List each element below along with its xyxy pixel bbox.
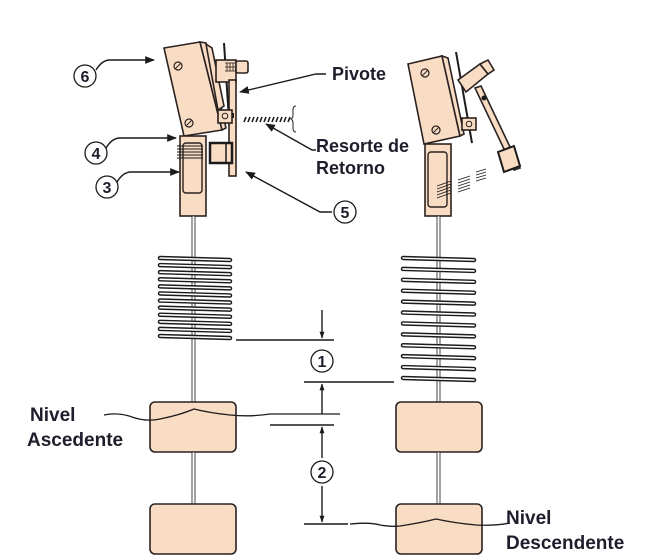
screw-icon: [184, 118, 194, 128]
spring-coil-highlight: [402, 333, 475, 338]
rising-level-line: [103, 408, 340, 421]
spring-coil-highlight: [402, 268, 475, 272]
callout-5: 5: [333, 200, 357, 224]
spring-coil-highlight: [159, 257, 231, 261]
screw-icon: [420, 68, 430, 78]
callout-6-number: 6: [81, 69, 90, 86]
callout-2: 2: [310, 460, 334, 484]
return-spring-label-line1: Resorte de: [316, 136, 409, 156]
falling-level-label-line1: Nivel: [506, 508, 551, 529]
callout-4-number: 4: [92, 146, 101, 163]
spring-coil-highlight: [159, 306, 231, 311]
screw-icon: [173, 61, 183, 71]
callout-5-number: 5: [341, 205, 350, 222]
falling-level-line: [349, 518, 511, 527]
left-pivot-lever: [208, 59, 249, 177]
spring-coil-highlight: [402, 322, 475, 327]
callout-4: 4: [84, 141, 108, 165]
spring-coil-highlight: [159, 278, 231, 283]
rising-level-label-line2: Ascedente: [27, 430, 123, 451]
spring-coil-highlight: [159, 328, 231, 332]
spring-coil-highlight: [402, 300, 475, 305]
spring-coil-highlight: [159, 335, 231, 339]
spring-coil-highlight: [159, 271, 231, 275]
left-magnet-sleeve: [177, 135, 207, 217]
right-float-lower: [395, 503, 483, 555]
callout-1: 1: [310, 349, 334, 373]
spring-coil-highlight: [402, 366, 475, 370]
left-stem-rod-lower: [191, 451, 196, 505]
right-range-spring: [400, 255, 477, 383]
spring-coil-highlight: [402, 311, 475, 316]
spring-coil-highlight: [159, 299, 231, 304]
callout-3: 3: [95, 175, 119, 199]
callout-1-number: 1: [318, 354, 327, 371]
right-assembly: [349, 51, 522, 555]
return-spring: [243, 105, 297, 133]
right-pivot-lever: [456, 58, 522, 174]
right-switch-housing: [407, 54, 465, 145]
spring-coil-highlight: [402, 289, 475, 294]
spring-coil-highlight: [402, 344, 475, 349]
left-assembly: [103, 41, 340, 555]
spring-coil-highlight: [159, 313, 231, 318]
spring-coil-highlight: [159, 321, 231, 325]
spring-coil-highlight: [402, 257, 475, 261]
right-float-upper: [395, 401, 483, 453]
right-stem-rod: [436, 215, 441, 405]
spring-coil-highlight: [159, 264, 231, 268]
spring-coil-highlight: [159, 292, 231, 297]
rising-level-label-line1: Nivel: [30, 405, 75, 426]
leader-lines: [95, 56, 332, 213]
falling-level-label-line2: Descendente: [506, 533, 624, 554]
callout-2-number: 2: [318, 465, 327, 482]
pivot-label: Pivote: [332, 64, 386, 84]
screw-icon: [431, 125, 441, 135]
return-spring-label-line2: Retorno: [316, 158, 385, 178]
spring-coil-highlight: [402, 355, 475, 359]
callout-3-number: 3: [103, 180, 112, 197]
spring-coil-highlight: [402, 279, 475, 283]
spring-coil-highlight: [402, 377, 475, 381]
right-magnet-sleeve: [424, 143, 487, 217]
left-float-lower: [149, 503, 237, 555]
left-switch-housing: [163, 41, 227, 137]
dimension-lines: [236, 310, 394, 525]
left-range-spring: [157, 255, 233, 341]
right-stem-rod-lower: [436, 451, 441, 505]
spring-coil-highlight: [159, 285, 231, 290]
callout-6: 6: [73, 64, 97, 88]
